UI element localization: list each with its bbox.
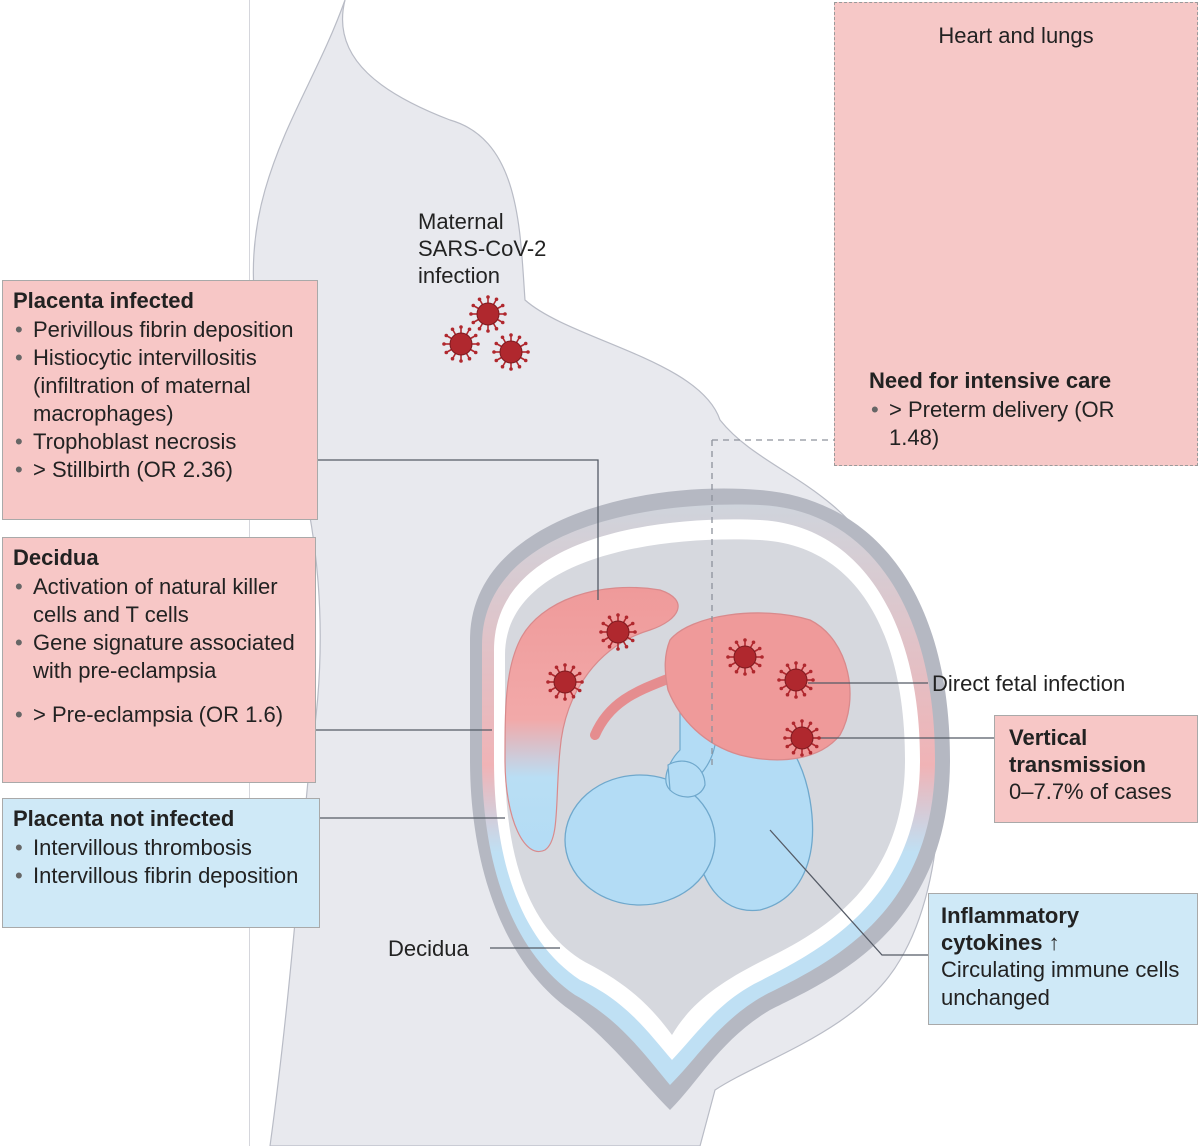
list-item: Gene signature associated with pre-eclam… [13,629,305,685]
placenta-infected-box: Placenta infected Perivillous fibrin dep… [2,280,318,520]
list-item: Intervillous fibrin deposition [13,862,309,890]
fetus-hand [667,760,706,798]
list-item: Trophoblast necrosis [13,428,307,456]
placenta-infected-heading: Placenta infected [13,288,194,313]
virus-icon [726,638,764,676]
placenta-not-infected-heading: Placenta not infected [13,806,235,831]
list-item: > Pre-eclampsia (OR 1.6) [13,701,305,729]
direct-fetal-infection-label: Direct fetal infection [932,671,1126,696]
decidua-label: Decidua [388,936,469,961]
heart-lungs-box: Heart and lungs Need for intensive care … [834,2,1198,466]
maternal-label-line3: infection [418,263,500,288]
dashed-connector [711,439,834,770]
cytokines-box: Inflammatory cytokines ↑ Circulating imm… [928,893,1198,1025]
list-item: Activation of natural killer cells and T… [13,573,305,629]
cytokines-heading: Inflammatory cytokines ↑ [941,903,1080,955]
placenta [504,586,679,853]
virus-icon [442,325,480,363]
vertical-transmission-box: Vertical transmission 0–7.7% of cases [994,715,1198,823]
list-item: Histiocytic intervillositis (infiltratio… [13,344,307,428]
decidua-box: Decidua Activation of natural killer cel… [2,537,316,783]
virus-icon [469,295,507,333]
intensive-care-heading: Need for intensive care [869,368,1112,393]
virus-icon [783,719,821,757]
vertical-transmission-heading: Vertical transmission [1009,725,1146,777]
vertical-transmission-rate: 0–7.7% of cases [1009,779,1172,804]
list-item: Perivillous fibrin deposition [13,316,307,344]
maternal-label-line2: SARS-CoV-2 [418,236,547,261]
decidua-heading: Decidua [13,545,99,570]
virus-icon [777,661,815,699]
placenta-not-infected-box: Placenta not infected Intervillous throm… [2,798,320,928]
preterm-delivery-item: > Preterm delivery (OR 1.48) [869,396,1169,452]
maternal-label-line1: Maternal [418,209,504,234]
virus-icon [599,613,637,651]
virus-icon [492,333,530,371]
list-item: Intervillous thrombosis [13,834,309,862]
leader-lines [316,459,994,956]
virus-icon [546,663,584,701]
list-item: > Stillbirth (OR 2.36) [13,456,307,484]
fetus-head [564,774,716,906]
heart-lungs-title: Heart and lungs [938,23,1094,48]
cytokines-text: Circulating immune cells unchanged [941,957,1180,1010]
maternal-infection-label: Maternal SARS-CoV-2 infection [418,208,546,289]
